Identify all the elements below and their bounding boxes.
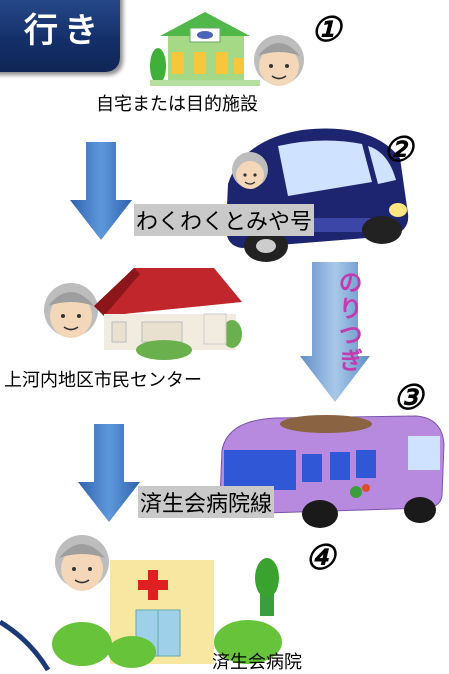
hospital-illustration: [52, 558, 282, 668]
transfer-label: のりつぎ: [334, 270, 362, 374]
step-4-label: 済生会病院線: [138, 486, 275, 518]
step-number-2: ②: [382, 130, 414, 170]
transfer-arrow: [300, 262, 370, 402]
step-number-1: ①: [310, 10, 342, 50]
elderly-person-icon: [254, 35, 304, 86]
elderly-person-icon: [232, 152, 268, 189]
step-number-4: ④: [304, 538, 336, 578]
community-center-illustration: [94, 268, 242, 360]
step-2-label: わくわくとみや号: [134, 204, 315, 236]
direction-badge: 行き: [0, 0, 120, 72]
house-illustration: [150, 12, 260, 86]
elderly-person-icon: [44, 283, 98, 338]
corner-arc: [0, 619, 51, 672]
step-number-3-text: ③: [392, 378, 424, 418]
destination-label: 済生会病院: [212, 652, 302, 673]
step-number-3: ③: [388, 378, 428, 418]
down-arrow-1: [70, 142, 132, 240]
direction-title: 行き: [24, 11, 104, 51]
down-arrow-2: [78, 424, 140, 522]
bus-illustration: [219, 415, 445, 528]
step-3-label: 上河内地区市民センター: [4, 370, 202, 391]
step-1-label: 自宅または目的施設: [96, 94, 258, 115]
elderly-person-icon: [55, 535, 109, 591]
